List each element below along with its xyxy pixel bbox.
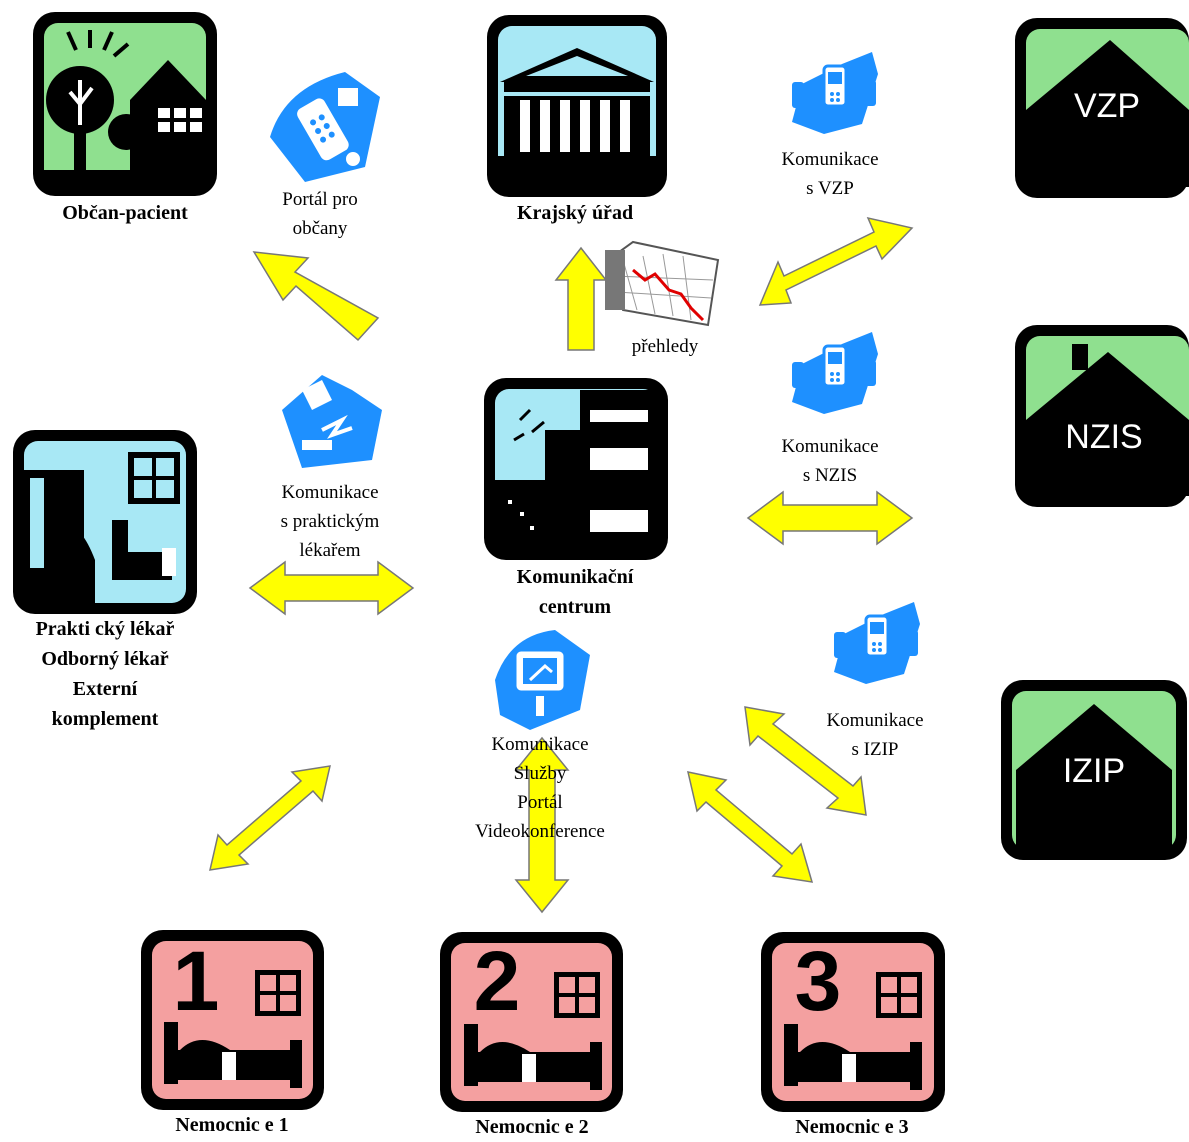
arrow-hospital-1 xyxy=(209,765,331,871)
vzp-label: VZP xyxy=(1074,87,1140,125)
hospital-1-icon: 1 xyxy=(141,930,324,1110)
hospital-1-label: Nemocnic e 1 xyxy=(175,1114,289,1136)
doctor-label-line: Odborný lékař xyxy=(41,648,169,670)
communication-clipart-izip-icon xyxy=(832,600,922,686)
nzis-house-icon: NZIS xyxy=(1015,325,1189,507)
portal-clipart-icon xyxy=(270,72,380,182)
arrow-obcan xyxy=(252,251,380,342)
communication-clipart-nzis-icon xyxy=(790,330,880,416)
doctor-office-icon xyxy=(13,430,197,614)
nzis-communication-line: Komunikace xyxy=(781,436,879,457)
communication-center-icon xyxy=(484,378,668,560)
izip-house-icon: IZIP xyxy=(1001,680,1187,860)
doctor-label: Prakti cký lékař Odborný lékař Externí k… xyxy=(0,614,210,734)
communication-clipart-vzp-icon xyxy=(790,50,880,136)
portal-label: Portál pro občany xyxy=(240,185,400,243)
citizen-label: Občan-pacient xyxy=(62,202,188,224)
izip-communication-line: Komunikace xyxy=(826,710,924,731)
doctor-label-line: Prakti cký lékař xyxy=(35,618,175,640)
doctor-label-line: komplement xyxy=(51,708,159,730)
portal-label-line: občany xyxy=(292,218,348,239)
hospital-1-number: 1 xyxy=(173,934,220,1028)
communication-center-line: centrum xyxy=(538,596,612,618)
izip-label: IZIP xyxy=(1063,752,1125,790)
hospital-3-number: 3 xyxy=(795,934,842,1028)
doctor-communication-line: s praktickým xyxy=(280,511,380,532)
communication-center-label: Komunikační centrum xyxy=(470,562,680,622)
nzis-label: NZIS xyxy=(1065,418,1142,456)
doctor-label-line: Externí xyxy=(72,678,138,700)
hospital-2-number: 2 xyxy=(474,934,521,1028)
arrow-nzis xyxy=(746,490,914,546)
vzp-communication-label: Komunikace s VZP xyxy=(745,145,915,203)
vzp-communication-line: s VZP xyxy=(806,178,854,199)
regional-office-icon xyxy=(487,15,667,197)
hospital-2-label: Nemocnic e 2 xyxy=(475,1116,589,1138)
arrow-krajsky xyxy=(554,246,608,351)
arrow-vzp xyxy=(758,216,914,306)
hospital-2-icon: 2 xyxy=(440,932,623,1112)
regional-office-label: Krajský úřad xyxy=(516,202,634,224)
arrow-lekar xyxy=(248,560,415,616)
arrow-izip xyxy=(744,706,867,816)
izip-communication-line: s IZIP xyxy=(851,739,899,760)
services-label-line: Portál xyxy=(517,792,563,813)
communication-center-line: Komunikační xyxy=(516,566,634,588)
hospital-3-icon: 3 xyxy=(761,932,945,1112)
services-label-line: Služby xyxy=(513,763,567,784)
citizen-icon xyxy=(33,12,217,196)
nzis-communication-line: s NZIS xyxy=(802,465,858,486)
doctor-communication-clipart-icon xyxy=(282,375,382,468)
arrow-hospital-3 xyxy=(687,771,814,883)
doctor-communication-line: lékařem xyxy=(299,540,361,561)
vzp-house-icon: VZP xyxy=(1015,18,1189,198)
doctor-communication-line: Komunikace xyxy=(281,482,379,503)
services-label-line: Videokonference xyxy=(475,821,605,842)
izip-communication-label: Komunikace s IZIP xyxy=(790,706,960,764)
vzp-communication-line: Komunikace xyxy=(781,149,879,170)
services-clipart-icon xyxy=(495,630,590,730)
overview-label: přehledy xyxy=(631,336,699,357)
portal-label-line: Portál pro xyxy=(282,189,358,210)
nzis-communication-label: Komunikace s NZIS xyxy=(745,432,915,490)
arrow-hospital-2 xyxy=(514,736,570,914)
services-label-line: Komunikace xyxy=(491,734,589,755)
doctor-communication-label: Komunikace s praktickým lékařem xyxy=(240,478,420,565)
services-label: Komunikace Služby Portál Videokonference xyxy=(440,730,640,846)
hospital-3-label: Nemocnic e 3 xyxy=(795,1116,909,1138)
overview-chart-icon xyxy=(605,240,720,327)
